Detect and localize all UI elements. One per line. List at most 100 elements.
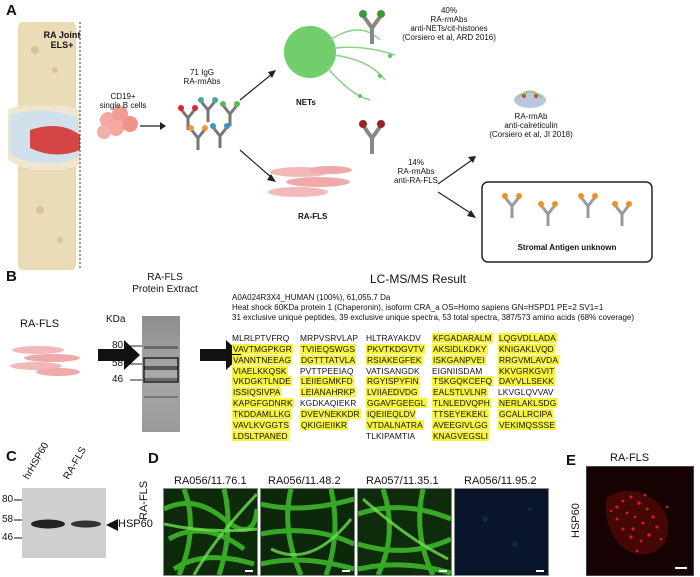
peptide-line: AVEEGIVLGG bbox=[432, 419, 489, 430]
d-image-title-2: RA056/11.48.2 bbox=[268, 475, 341, 487]
panel-label-d: D bbox=[148, 450, 159, 467]
peptide-line: PVTTPEEIAQ bbox=[300, 365, 354, 376]
gel-band-box bbox=[143, 357, 179, 383]
peptide-line: KAPGFGDNRK bbox=[232, 398, 294, 409]
c-marker-58: 58 bbox=[2, 514, 14, 525]
peptide-line: RGYISPYFIN bbox=[366, 376, 420, 387]
b-cells-label: CD19+ single B cells bbox=[99, 92, 147, 110]
lane-label-hrhsp60: hrHSP60 bbox=[21, 440, 52, 482]
peptide-line: VEKIMQSSSE bbox=[498, 419, 556, 430]
micrograph-hsp60-red bbox=[586, 466, 694, 576]
peptide-line: KNAGVEGSLI bbox=[432, 430, 489, 441]
peptide-line: TLNLEDVQPH bbox=[432, 398, 491, 409]
anti-fls-antibody-icon bbox=[359, 120, 385, 154]
peptide-line: TVIIEQSWGS bbox=[300, 343, 357, 354]
peptide-line: KFGADARALM bbox=[432, 333, 493, 343]
peptide-line: LDSLTPANED bbox=[232, 430, 289, 441]
calreticulin-complex-icon bbox=[514, 90, 546, 108]
western-blot-image bbox=[14, 488, 106, 558]
protein-header-3: 31 exclusive unique peptides, 39 exclusi… bbox=[232, 313, 635, 322]
b-fls-label: RA-FLS bbox=[20, 318, 60, 330]
b-fls-cells-icon bbox=[10, 346, 80, 376]
peptide-line: TKDDAMLLKG bbox=[232, 408, 292, 419]
peptide-line: KKVGRKGVIT bbox=[498, 365, 556, 376]
peptide-line: MRPVSRVLAP bbox=[300, 333, 359, 343]
peptide-line: TLKIPAMTIA bbox=[366, 430, 416, 441]
arrow-right-icon bbox=[98, 340, 140, 370]
peptide-line: ISSIQSIVPA bbox=[232, 387, 282, 398]
peptide-line: DVEVNEKKDR bbox=[300, 408, 361, 419]
peptide-line: AKSIDLKDKY bbox=[432, 343, 488, 354]
lcms-title: LC-MS/MS Result bbox=[370, 272, 467, 286]
fls-percent-label: 14% RA-rmAbs anti-RA-FLS bbox=[393, 158, 438, 185]
peptide-line: IQEIIEQLDV bbox=[366, 408, 417, 419]
stromal-antigen-box bbox=[481, 181, 653, 263]
panel-a-illustration bbox=[8, 10, 653, 270]
peptide-line: VAVLKVGGTS bbox=[232, 419, 291, 430]
peptide-line: RSIAKEGFEK bbox=[366, 354, 423, 365]
peptide-line: VANNTNEEAG bbox=[232, 354, 293, 365]
calreticulin-label: RA-rmAb anti-calreticulin (Corsiero et a… bbox=[489, 112, 573, 139]
ra-fls-cells-icon bbox=[268, 166, 352, 197]
peptide-line: LKVGLQVVAV bbox=[498, 387, 554, 398]
peptide-line: LVIIAEDVDG bbox=[366, 387, 419, 398]
d-image-title-3: RA057/11.35.1 bbox=[366, 475, 439, 487]
d-row-label: RA-FLS bbox=[138, 480, 150, 520]
extract-title: RA-FLS Protein Extract bbox=[132, 272, 198, 295]
peptide-line: KGDKAQIEKR bbox=[300, 398, 357, 409]
e-title: RA-FLS bbox=[610, 452, 650, 464]
peptide-line: GGAVFGEEGL bbox=[366, 398, 427, 409]
marker-46: 46 bbox=[112, 374, 124, 385]
peptide-line: EALSTLVLNR bbox=[432, 387, 488, 398]
lane-label-rafls: RA-FLS bbox=[61, 445, 89, 482]
micrograph-ra057-11-35-1 bbox=[357, 488, 452, 576]
c-marker-46: 46 bbox=[2, 532, 14, 543]
peptide-line: VATISANGDK bbox=[366, 365, 420, 376]
peptide-line: NERLAKLSDG bbox=[498, 398, 558, 409]
peptide-line: PKVTKDGVTV bbox=[366, 343, 426, 354]
peptide-line: HLTRAYAKDV bbox=[366, 333, 421, 343]
micrograph-ra056-11-95-2 bbox=[454, 488, 549, 576]
peptide-line: TTSEYEKEKL bbox=[432, 408, 489, 419]
protein-header-1: A0A024R3X4_HUMAN (100%), 61,055.7 Da bbox=[232, 293, 391, 302]
gel-image bbox=[130, 316, 180, 432]
nets-illustration bbox=[284, 26, 396, 101]
peptide-line: MLRLPTVFRQ bbox=[232, 333, 290, 343]
peptide-line: VAVTMGPKGR bbox=[232, 343, 293, 354]
e-side-label: HSP60 bbox=[570, 503, 582, 538]
peptide-line: EIGNIISDAM bbox=[432, 365, 483, 376]
panel-label-c: C bbox=[6, 448, 17, 465]
peptide-line: DAYVLLSEKK bbox=[498, 376, 555, 387]
stromal-antibodies-icon bbox=[502, 193, 632, 226]
peptide-line: VIAELKKQSK bbox=[232, 365, 288, 376]
anti-nets-antibody-icon bbox=[359, 10, 385, 44]
peptide-line: QKIGIEIIKR bbox=[300, 419, 349, 430]
peptide-line: LQGVDLLADA bbox=[498, 333, 557, 343]
peptide-line: RRGVMLAVDA bbox=[498, 354, 560, 365]
ra-joint-label: RA Joint ELS+ bbox=[43, 30, 81, 50]
nets-percent-label: 40% RA-rmAbs anti-NETs/cit-histones (Cor… bbox=[402, 6, 496, 42]
band-label-hsp60: HSP60 bbox=[118, 518, 153, 530]
d-image-title-1: RA056/11.76.1 bbox=[174, 475, 247, 487]
panel-label-e: E bbox=[566, 452, 577, 469]
peptide-line: LEIANAHRKP bbox=[300, 387, 357, 398]
peptide-line: DGTTTATVLA bbox=[300, 354, 357, 365]
d-image-title-4: RA056/11.95.2 bbox=[464, 475, 537, 487]
rmabs-label: 71 IgG RA-rmAbs bbox=[183, 68, 221, 86]
ra-joint-illustration bbox=[8, 22, 81, 270]
protein-header-2: Heat shock 60KDa protein 1 (Chaperonin),… bbox=[232, 303, 604, 312]
marker-80: 80 bbox=[112, 340, 124, 351]
peptide-line: VKDGKTLNDE bbox=[232, 376, 292, 387]
marker-58: 58 bbox=[112, 358, 124, 369]
band-pointer-icon bbox=[106, 519, 118, 531]
kda-label: KDa bbox=[106, 314, 126, 325]
micrograph-ra056-11-48-2 bbox=[260, 488, 355, 576]
nets-label: NETs bbox=[296, 98, 316, 107]
peptide-line: TSKGQKCEFQ bbox=[432, 376, 494, 387]
panel-label-b: B bbox=[6, 268, 17, 285]
